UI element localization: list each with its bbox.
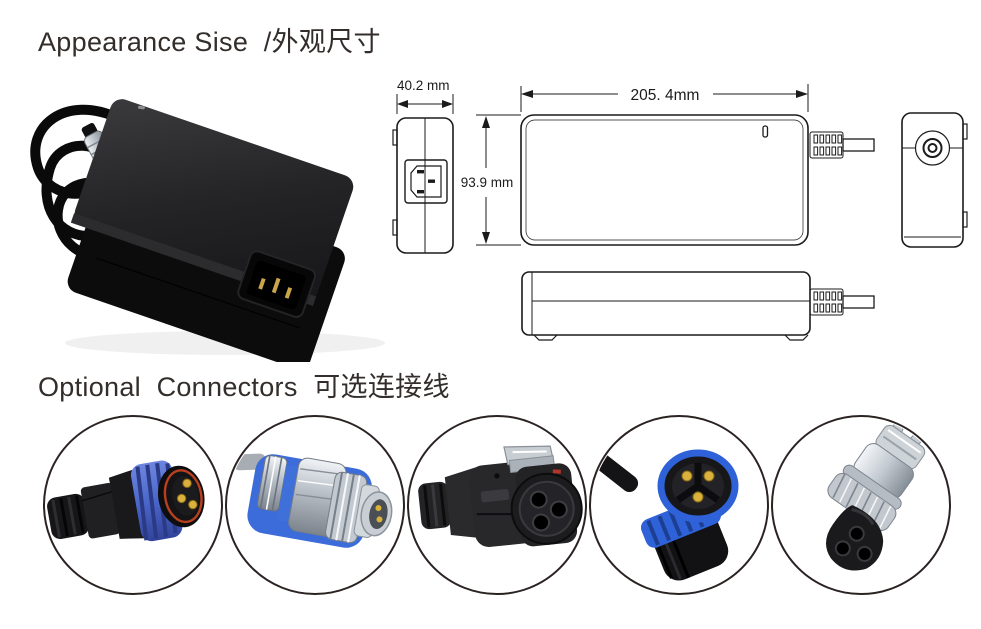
height-dimension-label: 93.9 mm [461,175,514,190]
dc-jack-icon [914,130,951,166]
connector-option-1 [43,415,223,595]
waterproof-plug-blue-ring-icon [47,460,205,542]
right-angle-plug-icon [592,449,739,581]
led-indicator [137,105,145,110]
length-dimension-label: 205. 4mm [631,87,700,104]
output-cable-top [842,138,875,152]
strain-relief-top [809,131,844,159]
connector-option-5 [771,415,951,595]
led-indicator-drawing [762,125,769,138]
height-dimension: 93.9 mm [461,114,521,246]
connector-option-3 [407,415,587,595]
width-dimension: 40.2 mm [396,78,454,114]
side-view [521,271,875,341]
ac-inlet-c14-photo [237,250,317,318]
dimension-drawing: 40.2 mm [392,78,968,341]
strain-relief-side [809,288,844,316]
metal-blue-connector-icon [232,453,393,548]
top-view [520,114,875,246]
ac-inlet-c14-icon [404,159,448,204]
width-dimension-label: 40.2 mm [397,78,450,93]
product-photo [30,99,385,362]
length-dimension: 205. 4mm [520,84,809,112]
connector-option-4 [589,415,769,595]
right-end-view [901,112,968,248]
latched-circular-connector-icon [418,445,583,548]
aviation-connector-female-icon [826,418,926,571]
output-cable-side [842,295,875,309]
left-end-view [392,117,454,254]
adapter-body [67,99,354,362]
appearance-section-title: Appearance Sise /外观尺寸 [38,27,381,57]
connector-option-2 [225,415,405,595]
optional-connectors-title: Optional Connectors 可选连接线 [38,372,450,402]
metal-latch [503,445,555,473]
